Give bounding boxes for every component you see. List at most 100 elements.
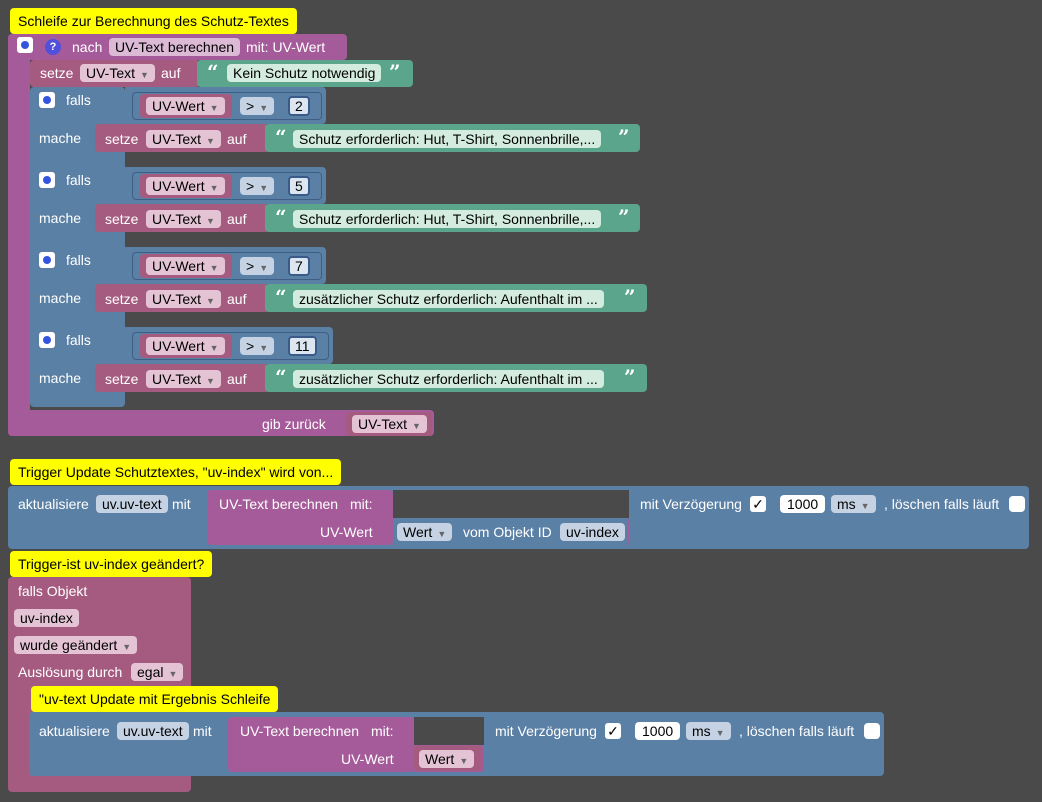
- set-default-label: setze: [40, 65, 74, 81]
- number-field[interactable]: 5: [288, 176, 310, 196]
- quote-close-icon: ”: [624, 285, 636, 309]
- if-mache-label: mache: [39, 130, 82, 146]
- if-mache-label: mache: [39, 370, 82, 386]
- set-auf: auf: [227, 211, 247, 227]
- inner-comment[interactable]: "uv-text Update mit Ergebnis Schleife: [31, 686, 279, 712]
- if-mache-label: mache: [39, 210, 82, 226]
- text-field[interactable]: Schutz erforderlich: Hut, T-Shirt, Sonne…: [293, 210, 602, 228]
- operator-dropdown[interactable]: >▼: [240, 97, 275, 115]
- if-falls-label: falls: [66, 252, 91, 268]
- var-dropdown[interactable]: UV-Wert▼: [146, 97, 225, 115]
- default-text-field[interactable]: Kein Schutz notwendig: [227, 64, 382, 82]
- set-var-dropdown[interactable]: UV-Text▼: [146, 210, 221, 228]
- call-function-block[interactable]: [207, 490, 393, 545]
- trigger-comment[interactable]: Trigger-ist uv-index geändert?: [10, 551, 213, 577]
- operator-dropdown[interactable]: >▼: [240, 177, 275, 195]
- update-comment[interactable]: Trigger Update Schutztextes, "uv-index" …: [10, 459, 342, 485]
- set-var-dropdown[interactable]: UV-Text▼: [146, 130, 221, 148]
- mit-label: mit: [193, 723, 212, 739]
- var-dropdown[interactable]: UV-Wert▼: [146, 177, 225, 195]
- function-name-field[interactable]: UV-Text berechnen: [109, 38, 241, 56]
- var-dropdown[interactable]: UV-Wert▼: [146, 337, 225, 355]
- delay-label: mit Verzögerung: [495, 723, 597, 739]
- quote-open-icon: “: [207, 60, 219, 84]
- wert-dropdown[interactable]: Wert▼: [397, 523, 453, 541]
- var-dropdown[interactable]: UV-Wert▼: [146, 257, 225, 275]
- if-falls-label: falls: [66, 172, 91, 188]
- gear-icon[interactable]: [39, 332, 55, 351]
- set-label: setze: [105, 211, 139, 227]
- object-id-label: vom Objekt ID: [463, 524, 552, 540]
- operator-dropdown[interactable]: >▼: [240, 257, 275, 275]
- gear-icon[interactable]: [39, 172, 55, 191]
- call-function-block[interactable]: [228, 717, 414, 772]
- set-label: setze: [105, 131, 139, 147]
- delay-checkbox[interactable]: ✓: [605, 723, 621, 739]
- number-field[interactable]: 2: [288, 96, 310, 116]
- trigger-change-dropdown[interactable]: wurde geändert▼: [14, 636, 138, 654]
- object-id-field[interactable]: uv-index: [560, 523, 625, 541]
- delay-unit-dropdown[interactable]: ms▼: [686, 722, 731, 740]
- set-label: setze: [105, 291, 139, 307]
- quote-open-icon: “: [275, 125, 287, 149]
- gear-icon[interactable]: [17, 37, 33, 56]
- delay-unit-dropdown[interactable]: ms▼: [831, 495, 876, 513]
- quote-close-icon: ”: [618, 205, 630, 229]
- text-field[interactable]: zusätzlicher Schutz erforderlich: Aufent…: [293, 290, 604, 308]
- delay-checkbox[interactable]: ✓: [750, 496, 766, 512]
- help-icon[interactable]: ?: [45, 37, 61, 55]
- quote-open-icon: “: [275, 365, 287, 389]
- trigger-object-field[interactable]: uv-index: [14, 609, 79, 627]
- call-function-gap: [414, 717, 484, 745]
- function-spine: [8, 34, 30, 436]
- gear-icon[interactable]: [39, 252, 55, 271]
- text-field[interactable]: zusätzlicher Schutz erforderlich: Aufent…: [293, 370, 604, 388]
- mit-label: mit: [172, 496, 191, 512]
- delay-value-field[interactable]: 1000: [635, 722, 681, 740]
- call-param-label: UV-Wert: [341, 751, 394, 767]
- function-param-label: mit: UV-Wert: [246, 39, 326, 55]
- gear-icon[interactable]: [39, 92, 55, 111]
- chevron-down-icon: ▼: [140, 70, 149, 80]
- operator-dropdown[interactable]: >▼: [240, 337, 275, 355]
- call-function-mit: mit:: [371, 723, 394, 739]
- trigger-ausloesung: Auslösung durch: [18, 664, 123, 680]
- quote-open-icon: “: [275, 285, 287, 309]
- if-falls-label: falls: [66, 92, 91, 108]
- return-label: gib zurück: [262, 416, 326, 432]
- call-function-name: UV-Text berechnen: [240, 723, 360, 739]
- state-field[interactable]: uv.uv-text: [96, 495, 168, 513]
- quote-close-icon: ”: [618, 125, 630, 149]
- text-field[interactable]: Schutz erforderlich: Hut, T-Shirt, Sonne…: [293, 130, 602, 148]
- wert-dropdown[interactable]: Wert▼: [419, 750, 475, 768]
- call-param-label: UV-Wert: [320, 524, 373, 540]
- if-falls-label: falls: [66, 332, 91, 348]
- quote-close-icon: ”: [389, 60, 401, 84]
- function-nach-label: nach: [72, 39, 103, 55]
- quote-open-icon: “: [275, 205, 287, 229]
- trigger-falls-objekt: falls Objekt: [18, 583, 88, 599]
- set-auf: auf: [227, 371, 247, 387]
- function-comment[interactable]: Schleife zur Berechnung des Schutz-Texte…: [10, 8, 297, 34]
- set-default-var-dropdown[interactable]: UV-Text▼: [80, 64, 155, 82]
- delay-value-field[interactable]: 1000: [780, 495, 826, 513]
- set-var-dropdown[interactable]: UV-Text▼: [146, 290, 221, 308]
- trigger-egal-dropdown[interactable]: egal▼: [131, 663, 184, 681]
- call-function-name: UV-Text berechnen: [219, 496, 339, 512]
- update-label: aktualisiere: [18, 496, 89, 512]
- set-default-auf: auf: [161, 65, 181, 81]
- number-field[interactable]: 11: [288, 336, 317, 356]
- clear-checkbox[interactable]: [1009, 496, 1025, 515]
- number-field[interactable]: 7: [288, 256, 310, 276]
- call-function-mit: mit:: [350, 496, 373, 512]
- delay-label: mit Verzögerung: [640, 496, 742, 512]
- update-label: aktualisiere: [39, 723, 110, 739]
- call-function-gap: [393, 490, 629, 518]
- clear-label: , löschen falls läuft: [884, 496, 1000, 512]
- set-var-dropdown[interactable]: UV-Text▼: [146, 370, 221, 388]
- state-field[interactable]: uv.uv-text: [117, 722, 189, 740]
- return-var-dropdown[interactable]: UV-Text▼: [352, 415, 427, 433]
- clear-checkbox[interactable]: [864, 723, 880, 742]
- if-mache-label: mache: [39, 290, 82, 306]
- set-auf: auf: [227, 131, 247, 147]
